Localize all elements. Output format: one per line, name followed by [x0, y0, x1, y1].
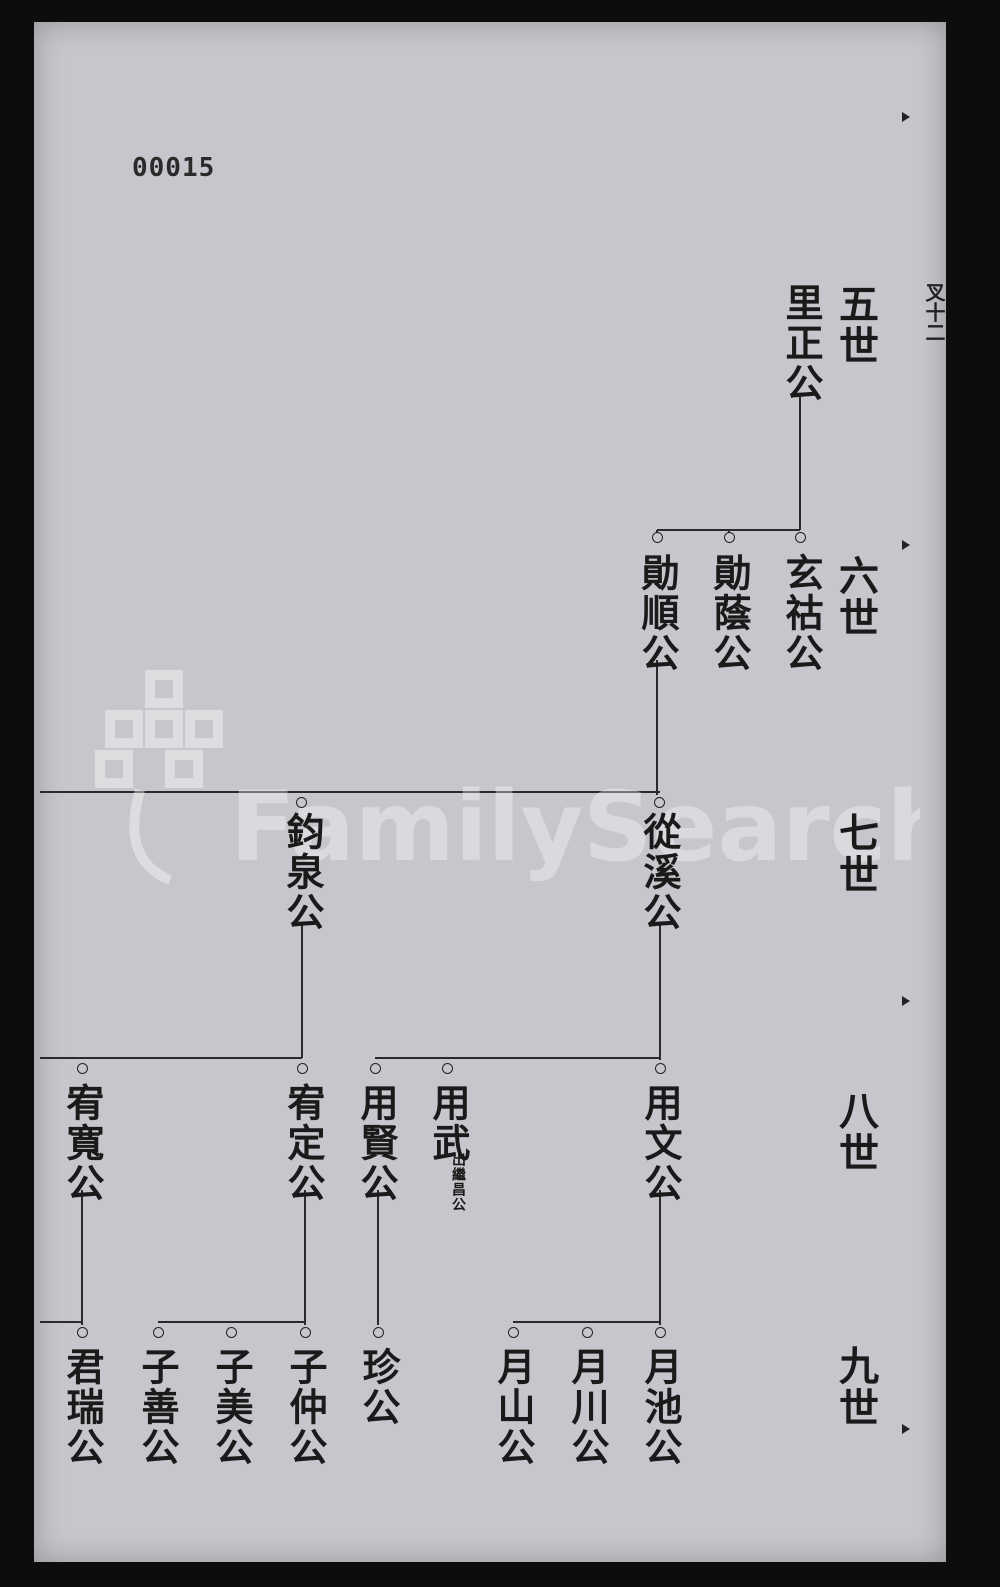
- node-marker: [296, 797, 307, 808]
- node-marker: [654, 797, 665, 808]
- node-marker: [442, 1063, 453, 1074]
- person-you-ding: 宥定公: [281, 1083, 326, 1203]
- edge-mark: [902, 996, 910, 1006]
- node-marker: [795, 532, 806, 543]
- person-xun-shun: 勛順公: [635, 553, 680, 673]
- generation-8-label: 八世: [832, 1090, 879, 1174]
- node-marker: [370, 1063, 381, 1074]
- node-marker: [77, 1327, 88, 1338]
- person-jun-quan: 鈞泉公: [280, 812, 325, 932]
- generation-7-label: 七世: [832, 812, 879, 896]
- node-marker: [153, 1327, 164, 1338]
- edge-mark: [902, 1424, 910, 1434]
- person-you-kuan: 宥寬公: [60, 1083, 105, 1203]
- person-zi-shan: 子善公: [135, 1347, 180, 1467]
- page-number: 00015: [132, 153, 216, 183]
- person-zi-zhong: 子仲公: [283, 1347, 328, 1467]
- person-zhen: 珍公: [356, 1347, 401, 1427]
- node-marker: [508, 1327, 519, 1338]
- generation-5-label: 五世: [832, 283, 879, 367]
- person-yong-wen: 用文公: [638, 1083, 683, 1203]
- node-marker: [655, 1063, 666, 1074]
- node-marker: [582, 1327, 593, 1338]
- person-cong-xi: 從溪公: [637, 812, 682, 932]
- generation-6-label: 六世: [832, 555, 879, 639]
- node-marker: [300, 1327, 311, 1338]
- node-marker: [724, 532, 735, 543]
- person-xuan-hu: 玄祜公: [779, 553, 824, 673]
- node-marker: [226, 1327, 237, 1338]
- person-yong-xian: 用賢公: [354, 1083, 399, 1203]
- folio-number: 叉十二: [922, 282, 946, 342]
- person-xun-yin: 勛蔭公: [707, 553, 752, 673]
- person-zi-mei: 子美公: [209, 1347, 254, 1467]
- node-marker: [373, 1327, 384, 1338]
- edge-mark: [902, 540, 910, 550]
- person-yong-wu: 用武: [426, 1083, 471, 1163]
- person-li-zheng: 里正公: [779, 283, 824, 403]
- adoption-note: 出繼昌公: [450, 1152, 466, 1212]
- node-marker: [652, 532, 663, 543]
- person-yue-chi: 月池公: [638, 1347, 683, 1467]
- edge-mark: [902, 112, 910, 122]
- person-jun-rui: 君瑞公: [60, 1347, 105, 1467]
- node-marker: [77, 1063, 88, 1074]
- person-yue-chuan: 月川公: [565, 1347, 610, 1467]
- node-marker: [297, 1063, 308, 1074]
- node-marker: [655, 1327, 666, 1338]
- person-yue-shan: 月山公: [491, 1347, 536, 1467]
- generation-9-label: 九世: [832, 1345, 879, 1429]
